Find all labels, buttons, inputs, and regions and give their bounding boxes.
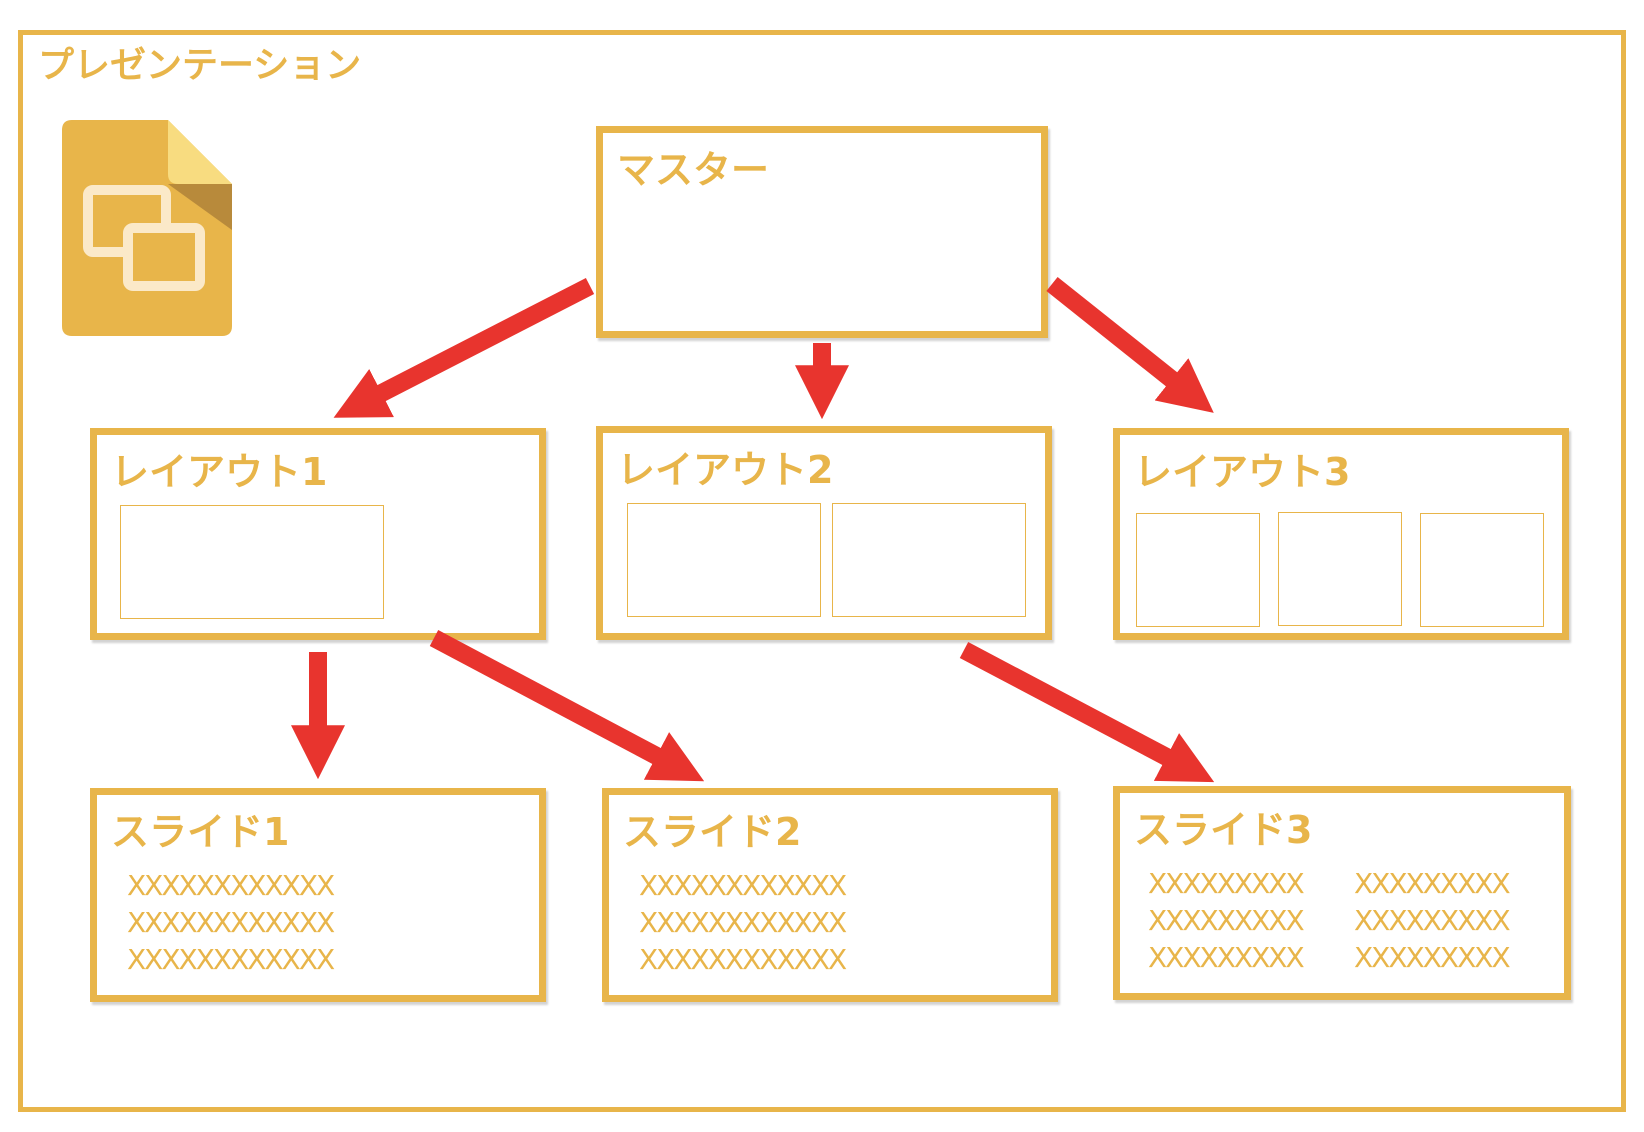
slide-3-line: XXXXXXXXX [1354,941,1511,974]
slide-3-line: XXXXXXXXX [1354,904,1511,937]
slide-1-label: スライド1 [111,810,290,854]
slide-2-content: XXXXXXXXXXXX XXXXXXXXXXXX XXXXXXXXXXXX [639,867,847,978]
layout-2-box: レイアウト2 [596,426,1052,640]
slide-3-content-left: XXXXXXXXX XXXXXXXXX XXXXXXXXX [1148,865,1305,976]
arrow-layout-1-to-slide-2 [429,630,705,782]
slide-1-line: XXXXXXXXXXXX [127,869,335,902]
layout-3-placeholder-3 [1420,513,1544,627]
slide-1-line: XXXXXXXXXXXX [127,943,335,976]
arrow-layout-2-to-slide-3 [959,642,1215,783]
layout-1-label: レイアウト1 [111,450,328,494]
arrow-master-to-layout-1 [333,277,595,418]
layout-2-placeholder-left [627,503,821,617]
layout-3-placeholder-1 [1136,513,1260,627]
layout-3-box: レイアウト3 [1113,428,1569,640]
layout-2-label: レイアウト2 [617,448,834,492]
slide-1-content: XXXXXXXXXXXX XXXXXXXXXXXX XXXXXXXXXXXX [127,867,335,978]
slide-2-label: スライド2 [623,810,802,854]
layout-1-placeholder [120,505,384,619]
slide-2-box: スライド2 XXXXXXXXXXXX XXXXXXXXXXXX XXXXXXXX… [602,788,1058,1002]
master-label: マスター [617,148,770,192]
slide-1-line: XXXXXXXXXXXX [127,906,335,939]
slide-3-box: スライド3 XXXXXXXXX XXXXXXXXX XXXXXXXXX XXXX… [1113,786,1571,1000]
arrow-master-to-layout-3 [1046,276,1214,413]
presentation-label: プレゼンテーション [38,45,362,86]
slide-3-line: XXXXXXXXX [1148,904,1305,937]
layout-3-label: レイアウト3 [1134,450,1351,494]
slide-2-line: XXXXXXXXXXXX [639,869,847,902]
slide-3-content-right: XXXXXXXXX XXXXXXXXX XXXXXXXXX [1354,865,1511,976]
slide-2-line: XXXXXXXXXXXX [639,943,847,976]
layout-1-box: レイアウト1 [90,428,546,640]
slide-2-line: XXXXXXXXXXXX [639,906,847,939]
master-box: マスター [596,126,1048,338]
layout-3-placeholder-2 [1278,512,1402,626]
layout-2-placeholder-right [832,503,1026,617]
slide-1-box: スライド1 XXXXXXXXXXXX XXXXXXXXXXXX XXXXXXXX… [90,788,546,1002]
google-slides-icon [62,120,232,336]
slide-3-label: スライド3 [1134,808,1313,852]
slide-3-line: XXXXXXXXX [1354,867,1511,900]
slide-3-line: XXXXXXXXX [1148,941,1305,974]
slide-3-line: XXXXXXXXX [1148,867,1305,900]
